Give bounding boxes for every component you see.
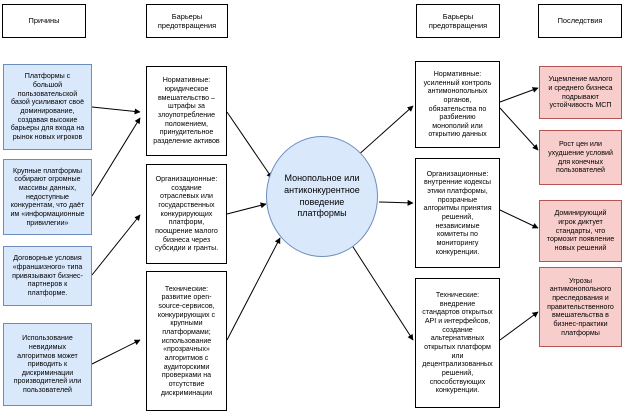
arrow-barrier3-to-center bbox=[226, 237, 281, 341]
arrow-cause1-to-barrier1 bbox=[91, 106, 141, 115]
arrow-rbarrier3-to-cons4 bbox=[499, 311, 539, 341]
right-barrier-regulatory: Нормативные: усиленный контроль антимоно… bbox=[415, 61, 500, 148]
header-barriers-right: Барьеры предотвращения bbox=[416, 4, 500, 38]
arrow-rbarrier2-to-cons3 bbox=[499, 209, 539, 229]
arrow-cause3-to-barrier2 bbox=[91, 214, 141, 276]
arrow-cause2-to-barrier1 bbox=[91, 117, 141, 197]
cause-box-3: Договорные условия «франшизного» типа пр… bbox=[3, 246, 92, 306]
header-causes: Причины bbox=[2, 4, 86, 38]
arrow-rbarrier1-to-cons1 bbox=[499, 87, 539, 103]
cause-box-1: Платформы с большой пользовательской баз… bbox=[3, 64, 92, 150]
arrow-center-to-rbarrier3 bbox=[345, 235, 414, 341]
consequence-box-1: Ущемление малого и среднего бизнеса подр… bbox=[539, 66, 622, 119]
right-barrier-technical: Технические: внедрение стандартов открыт… bbox=[415, 278, 500, 408]
arrow-center-to-rbarrier2 bbox=[378, 199, 414, 206]
left-barrier-technical: Технические: развитие open- source-серви… bbox=[146, 271, 227, 411]
arrow-barrier1-to-center bbox=[226, 111, 273, 179]
header-barriers-left: Барьеры предотвращения bbox=[146, 4, 228, 38]
header-consequences: Последствия bbox=[538, 4, 622, 38]
left-barrier-regulatory: Нормативные: юридическое вмешательство –… bbox=[146, 66, 227, 156]
center-node: Монопольное или антиконкурентное поведен… bbox=[266, 136, 378, 257]
cause-box-2: Крупные платформы собирают огромные масс… bbox=[3, 159, 92, 235]
arrow-rbarrier1-to-cons2 bbox=[499, 107, 539, 151]
left-barrier-organizational: Организационные: создание отраслевых или… bbox=[146, 164, 227, 264]
right-barrier-organizational: Организационные: внутренние кодексы этик… bbox=[415, 158, 500, 268]
arrow-cause4-to-barrier3 bbox=[91, 339, 141, 365]
cause-box-4: Использование невидимых алгоритмов может… bbox=[3, 323, 92, 406]
consequence-box-3: Доминирующий игрок диктует стандарты, чт… bbox=[539, 200, 622, 262]
consequence-box-2: Рост цен или ухудшение условий для конеч… bbox=[539, 130, 622, 185]
arrow-barrier2-to-center bbox=[226, 202, 267, 215]
consequence-box-4: Угрозы антимонопольного преследования и … bbox=[539, 267, 622, 347]
